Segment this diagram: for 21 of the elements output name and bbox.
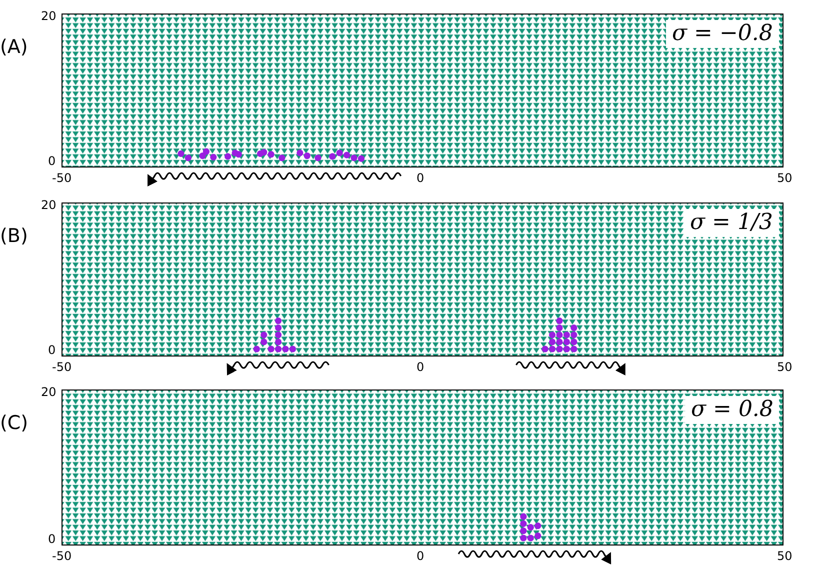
axis-tick-label: -50	[52, 172, 72, 184]
axis-tick-label: 20	[41, 386, 56, 398]
axis-tick-label: 20	[41, 199, 56, 211]
axis-tick-label: -50	[52, 361, 72, 373]
axis-tick-label: 0	[48, 155, 56, 167]
parameter-label: σ = −0.8	[666, 20, 779, 48]
axis-tick-label: 50	[777, 550, 792, 562]
axis-tick-label: 0	[48, 533, 56, 545]
panel-label: (B)	[0, 227, 28, 246]
axis-tick-label: 0	[48, 344, 56, 356]
parameter-label: σ = 0.8	[685, 396, 780, 424]
axis-tick-label: 50	[777, 361, 792, 373]
axis-tick-label: 20	[41, 10, 56, 22]
panel-label: (A)	[0, 38, 28, 57]
axis-tick-label: 50	[777, 172, 792, 184]
panel-label: (C)	[0, 414, 28, 433]
parameter-label: σ = 1/3	[684, 209, 779, 238]
axis-tick-label: -50	[52, 550, 72, 562]
axis-tick-label: 0	[416, 361, 424, 373]
axis-tick-label: 0	[416, 550, 424, 562]
axis-tick-label: 0	[416, 172, 424, 184]
